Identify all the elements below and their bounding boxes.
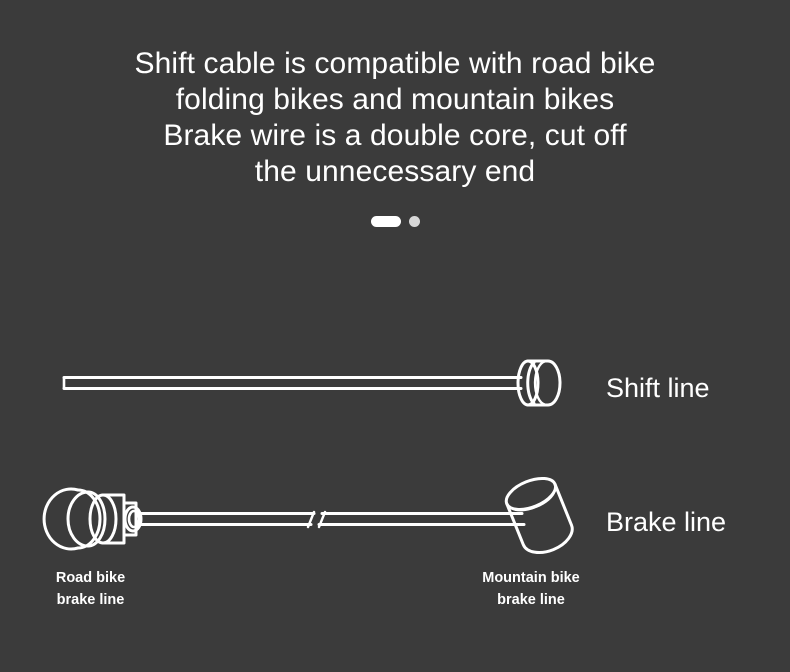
shift-barrel-inner-ring <box>526 361 536 405</box>
headline-line-1: Shift cable is compatible with road bike <box>134 47 656 80</box>
mountain-barrel-body <box>505 482 574 554</box>
road-head-mid-ring-left <box>66 490 90 548</box>
headline-line-3: Brake wire is a double core, cut off <box>163 119 627 152</box>
brake-line-graphic <box>42 476 574 554</box>
mountain-bike-brake-caption: Mountain bike brake line <box>452 567 610 611</box>
headline-block: Shift cable is compatible with road bike… <box>0 46 790 190</box>
mountain-barrel-inner-rim <box>510 489 556 512</box>
road-caption-line-2: brake line <box>56 592 125 608</box>
road-head-mid-ring-right <box>86 490 107 548</box>
cable-diagram-svg <box>42 359 574 554</box>
carousel-pagination[interactable] <box>0 216 790 227</box>
road-head-collar-face <box>88 493 118 545</box>
shift-barrel-body <box>526 359 562 407</box>
road-bike-brake-caption: Road bike brake line <box>18 567 163 611</box>
road-ferrule-ring-inner <box>127 509 141 529</box>
brake-line-label: Brake line <box>606 507 727 537</box>
road-head-outer-dome <box>42 487 80 551</box>
brake-cable-cut-mark-left <box>306 510 316 529</box>
pagination-dot-2[interactable] <box>408 216 420 227</box>
shift-barrel-rear-arc <box>533 360 547 406</box>
shift-line-label: Shift line <box>606 373 710 403</box>
pagination-dot-active[interactable] <box>370 216 401 227</box>
road-ferrule-ring-outer <box>123 505 143 533</box>
headline-line-4: the unnecessary end <box>254 155 536 188</box>
shift-line-graphic <box>62 359 562 407</box>
cable-diagram <box>0 340 790 630</box>
mountain-caption-line-2: brake line <box>497 592 565 608</box>
mountain-barrel <box>504 476 574 554</box>
road-ferrule-block <box>122 501 138 537</box>
brake-cable-cut-mark-right <box>317 510 327 529</box>
mountain-caption-line-1: Mountain bike <box>482 570 580 586</box>
road-caption-line-1: Road bike <box>55 570 126 586</box>
headline-line-2: folding bikes and mountain bikes <box>175 83 615 116</box>
